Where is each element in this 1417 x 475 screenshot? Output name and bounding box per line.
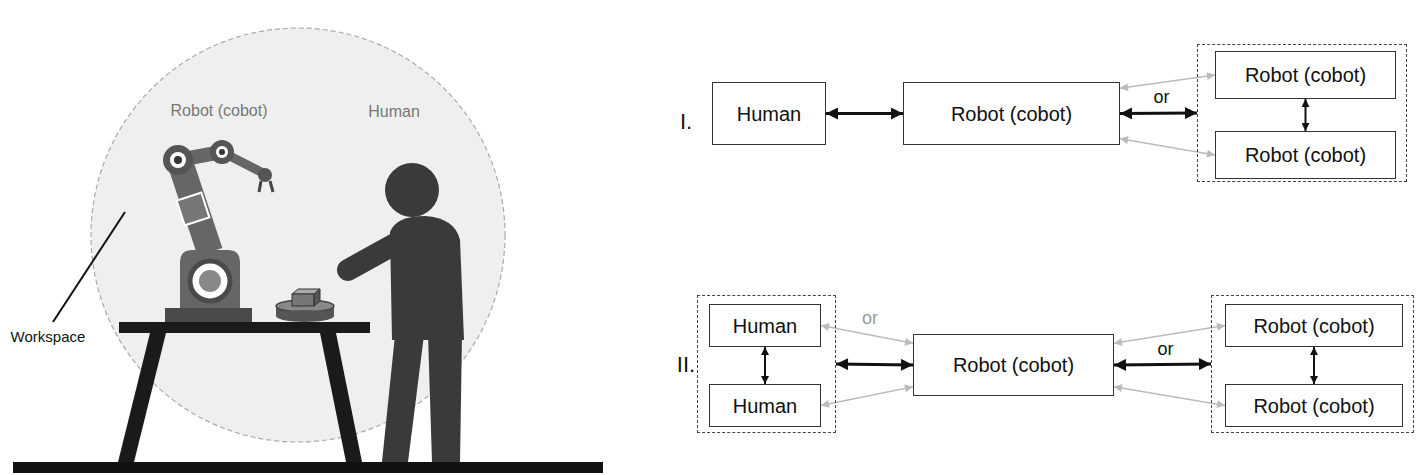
- edge-label: or: [1151, 88, 1171, 108]
- group-box: Robot (cobot) Robot (cobot): [1197, 44, 1407, 182]
- table-top: [119, 322, 370, 333]
- entity-box: Robot (cobot): [913, 334, 1114, 396]
- double-arrow: [826, 112, 903, 115]
- figure-label: Workspace: [11, 329, 86, 346]
- box-label: Robot (cobot): [1245, 64, 1366, 86]
- entity-box: Robot (cobot): [1225, 304, 1403, 347]
- double-arrow: [1313, 347, 1315, 384]
- double-arrow: [1114, 364, 1211, 365]
- double-arrow: [1120, 139, 1215, 155]
- edge-label: or: [860, 309, 880, 329]
- double-arrow: [1305, 99, 1307, 131]
- box-label: Robot (cobot): [1253, 395, 1374, 417]
- entity-box: Robot (cobot): [1215, 51, 1396, 99]
- double-arrow: [1120, 112, 1197, 116]
- entity-box: Robot (cobot): [1225, 384, 1403, 427]
- edge-label: or: [1155, 340, 1175, 360]
- box-label: Robot (cobot): [951, 103, 1072, 125]
- double-arrow: [1120, 75, 1215, 88]
- double-arrow: [1114, 387, 1225, 406]
- entity-box: Human: [709, 304, 821, 347]
- tray-with-part: [276, 289, 334, 322]
- leader-line: [53, 212, 125, 322]
- entity-box: Robot (cobot): [1215, 131, 1396, 179]
- entity-box: Human: [709, 384, 821, 427]
- double-arrow: [836, 364, 913, 365]
- double-arrow: [764, 347, 766, 384]
- entity-box: Human: [712, 82, 826, 145]
- panel-number: I.: [680, 110, 692, 134]
- panel-number: II.: [677, 353, 695, 377]
- table-leg: [118, 333, 166, 462]
- double-arrow: [821, 387, 913, 406]
- robot-arm: [163, 140, 273, 322]
- box-label: Robot (cobot): [953, 354, 1074, 376]
- human-figure: [348, 163, 464, 462]
- group-box: Robot (cobot) Robot (cobot): [1211, 295, 1414, 433]
- box-label: Human: [733, 315, 797, 337]
- figure-label: Robot (cobot): [171, 102, 268, 120]
- floor: [13, 462, 603, 473]
- entity-box: Robot (cobot): [903, 82, 1120, 145]
- box-label: Robot (cobot): [1253, 315, 1374, 337]
- box-label: Robot (cobot): [1245, 144, 1366, 166]
- box-label: Human: [737, 103, 801, 125]
- box-label: Human: [733, 395, 797, 417]
- table-leg: [320, 333, 362, 462]
- figure-label: Human: [368, 103, 420, 121]
- group-box: HumanHuman: [697, 295, 836, 433]
